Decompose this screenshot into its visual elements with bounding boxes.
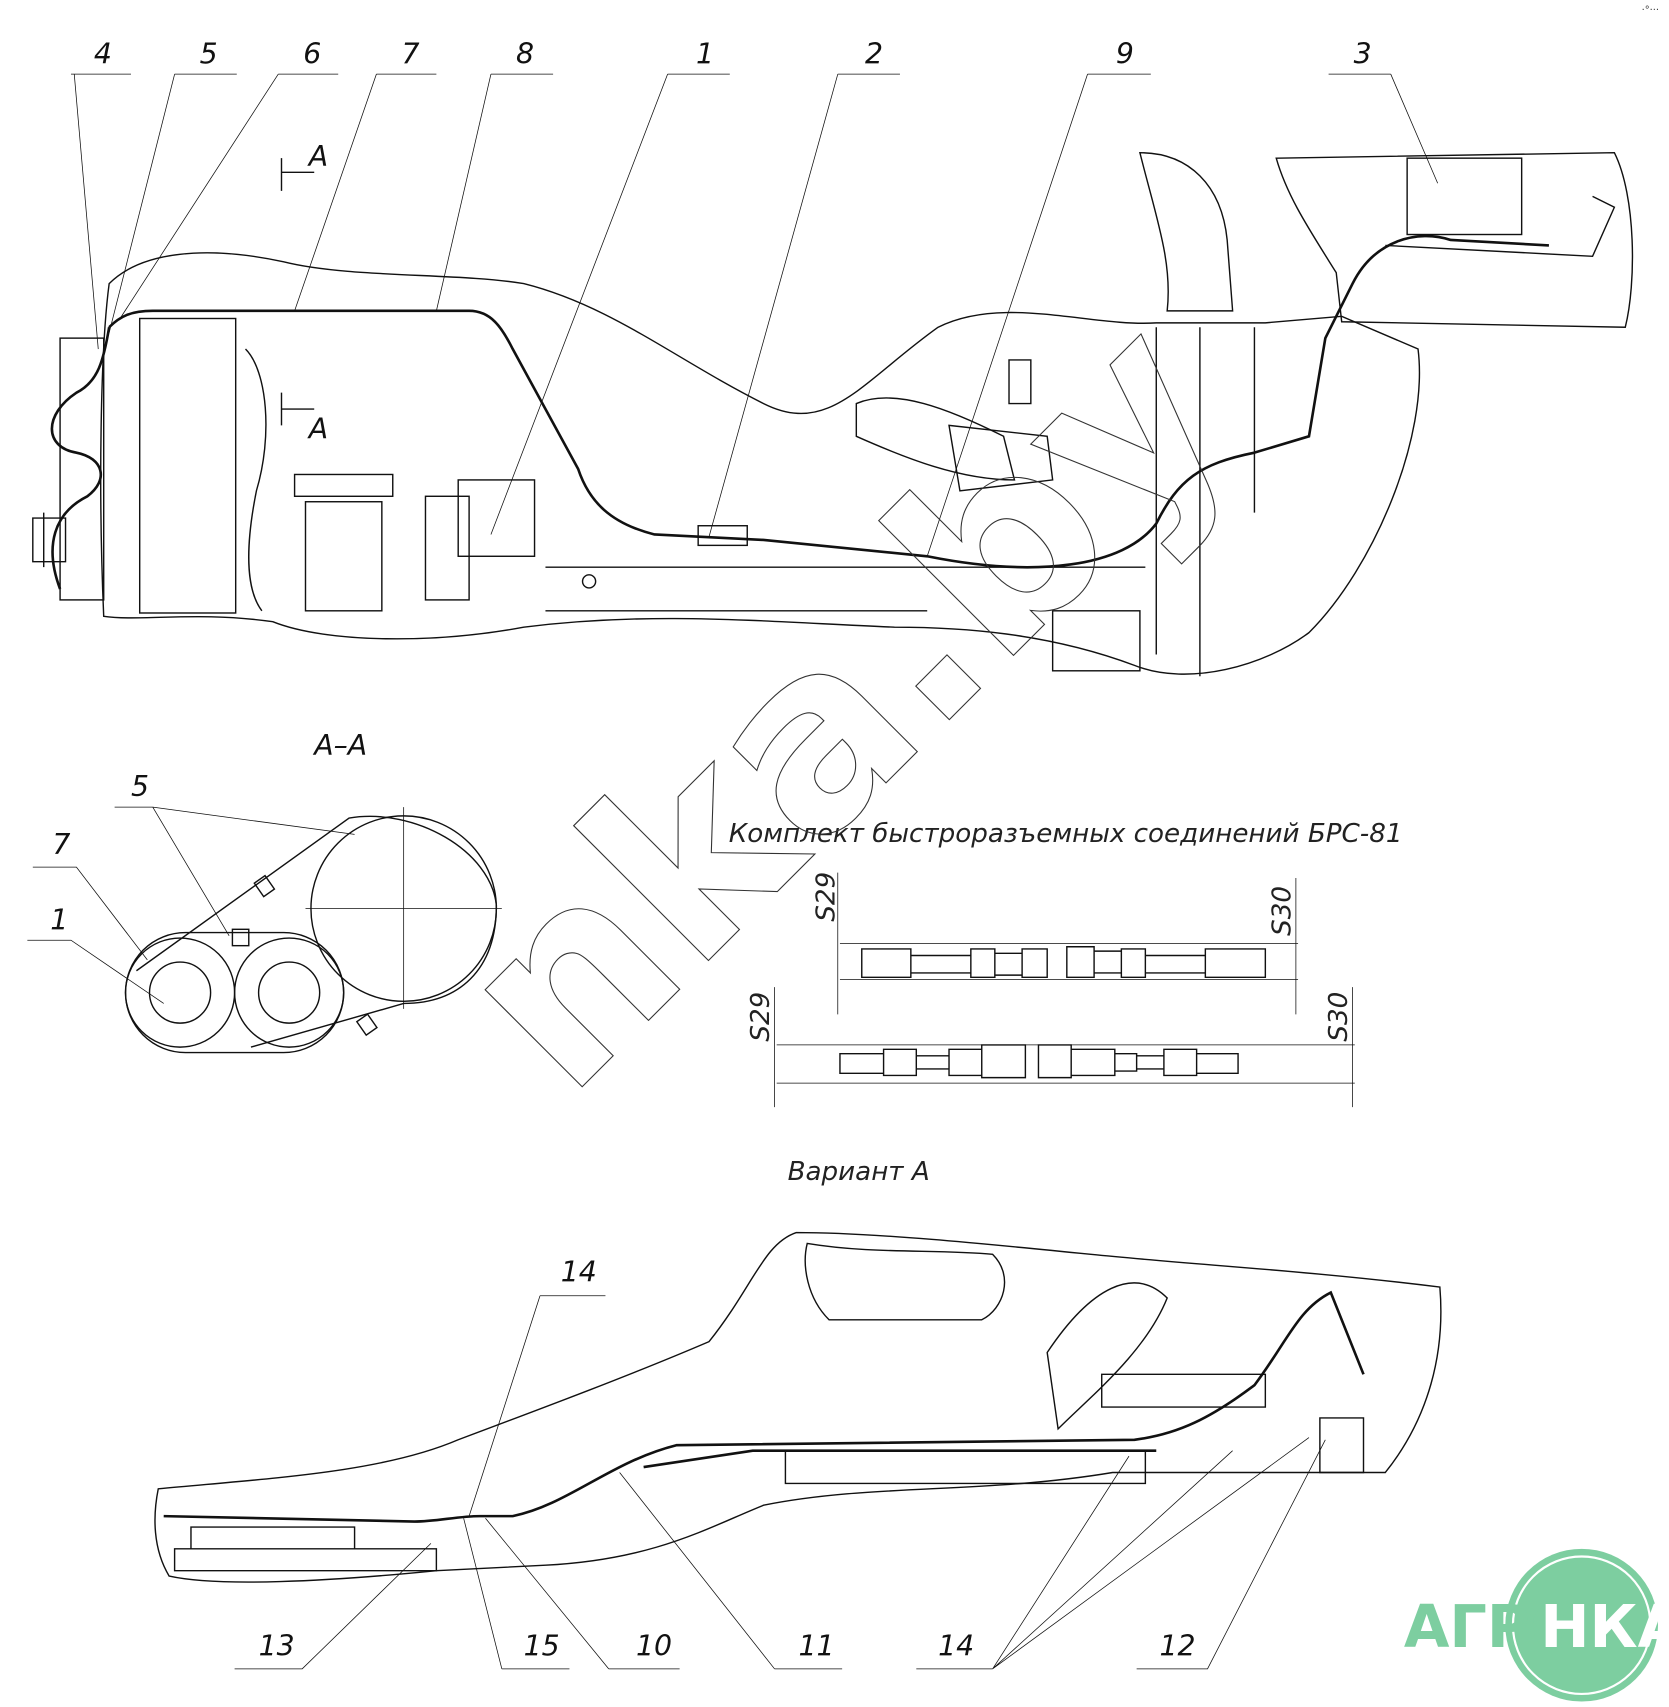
svg-text:11: 11: [799, 1630, 835, 1663]
callout-2: 2: [708, 37, 900, 537]
svg-text:10: 10: [636, 1630, 672, 1663]
callout-9: 9: [926, 37, 1151, 557]
brs-coupling-lower: S29 S30: [746, 987, 1355, 1108]
callout-4: 4: [70, 37, 131, 350]
variant-a-view: Вариант А 14 13 15 10 11 14 12: [154, 1157, 1442, 1670]
svg-text:2: 2: [865, 37, 883, 70]
variant-a-callout-11: 11: [619, 1472, 843, 1670]
svg-text:АГРО: АГРО: [1404, 1592, 1580, 1661]
variant-a-callout-14-bottom: 14: [916, 1437, 1310, 1670]
section-marker-bottom: A: [280, 392, 328, 445]
svg-text:3: 3: [1354, 37, 1372, 70]
section-aa: А–А 5 7 1: [27, 729, 502, 1054]
callout-6: 6: [119, 37, 339, 319]
brs-kit: Комплект быстроразъемных соединений БРС-…: [729, 819, 1403, 1108]
top-callouts: 4 5 6 7 8 1 2 9 3: [70, 37, 1439, 557]
svg-text:nka.by: nka.by: [403, 264, 1283, 1144]
svg-text:9: 9: [1116, 37, 1134, 70]
aa-callout-7: 7: [32, 828, 148, 961]
svg-text:1: 1: [50, 903, 68, 936]
svg-text:7: 7: [52, 828, 70, 861]
svg-text:4: 4: [94, 37, 112, 70]
svg-text:S30: S30: [1324, 992, 1354, 1042]
svg-text:15: 15: [524, 1630, 560, 1663]
svg-text:5: 5: [131, 770, 149, 803]
variant-a-title: Вариант А: [788, 1157, 930, 1187]
svg-text:14: 14: [938, 1630, 974, 1663]
callout-5: 5: [108, 37, 237, 333]
svg-text:S29: S29: [746, 992, 776, 1042]
callout-8: 8: [436, 37, 554, 311]
variant-a-callout-10: 10: [485, 1518, 680, 1670]
svg-text:13: 13: [259, 1630, 295, 1663]
svg-text:5: 5: [200, 37, 218, 70]
brs-kit-title: Комплект быстроразъемных соединений БРС-…: [729, 819, 1403, 849]
variant-a-callout-14-top: 14: [468, 1256, 606, 1517]
svg-text:1: 1: [696, 37, 714, 70]
section-marker-top: A: [280, 140, 328, 191]
svg-text:7: 7: [401, 37, 419, 70]
svg-text:8: 8: [516, 37, 534, 70]
agronka-logo: АГРО НКА: [1404, 1548, 1669, 1702]
aa-callout-1: 1: [27, 903, 164, 1004]
svg-text:14: 14: [561, 1256, 597, 1289]
svg-text:НКА: НКА: [1540, 1592, 1669, 1661]
watermark: nka.by: [403, 263, 1285, 1145]
brs-coupling-upper: S29 S30: [811, 872, 1299, 1015]
svg-text:A: A: [307, 140, 328, 173]
variant-a-callout-15: 15: [463, 1518, 570, 1670]
section-aa-title: А–А: [312, 729, 367, 762]
svg-text:S29: S29: [811, 872, 841, 922]
svg-text:S30: S30: [1267, 886, 1297, 936]
callout-3: 3: [1328, 37, 1439, 184]
variant-a-callout-13: 13: [234, 1543, 432, 1670]
callout-7: 7: [294, 37, 437, 311]
aa-callout-5: 5: [114, 770, 355, 937]
svg-text:12: 12: [1160, 1630, 1196, 1663]
callout-1: 1: [490, 37, 730, 535]
variant-a-callout-12: 12: [1136, 1439, 1326, 1670]
corner-mark: ‧°‧‧‧: [1642, 5, 1659, 16]
svg-text:A: A: [307, 412, 328, 445]
svg-text:6: 6: [303, 37, 321, 70]
